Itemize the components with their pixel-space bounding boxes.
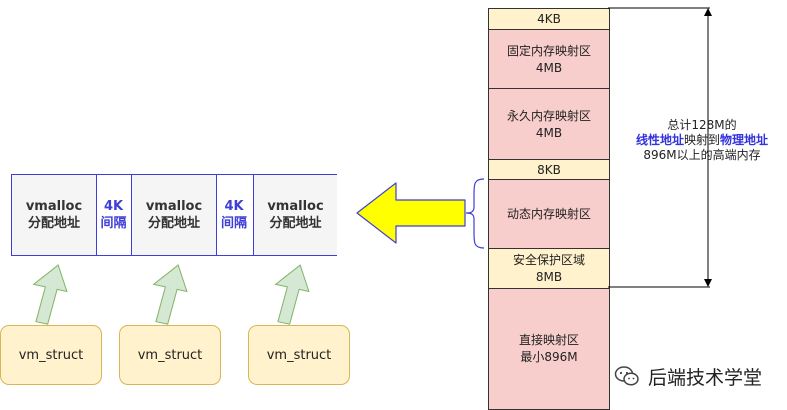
vmalloc-gap-1-label: 间隔 [100, 216, 127, 231]
up-arrow-3 [274, 264, 310, 325]
vm-struct-3-label: vm_struct [266, 347, 332, 363]
range-arrow-bottom-head [704, 279, 712, 287]
vm-struct-2: vm_struct [119, 325, 221, 385]
mapping-annotation: 总计128M的 线性地址映射到物理地址 896M以上的高端内存 [612, 118, 787, 163]
annotation-line-2: 线性地址映射到物理地址 [612, 133, 787, 148]
vmalloc-area-3-subtitle: 分配地址 [269, 216, 322, 231]
segment-direct-map: 直接映射区 最小896M [488, 288, 610, 410]
segment-permanent-map-size: 4MB [535, 125, 563, 140]
vmalloc-gap-1: 4K 间隔 [96, 175, 131, 255]
vmalloc-gap-1-size: 4K [103, 199, 124, 214]
vmalloc-gap-2-size: 4K [224, 199, 244, 214]
annotation-linear-address: 线性地址 [635, 133, 684, 147]
annotation-map-to: 映射到 [683, 133, 720, 147]
vmalloc-area-3-title: vmalloc [267, 199, 324, 214]
vmalloc-area-1: vmalloc 分配地址 [12, 175, 97, 255]
annotation-line-3: 896M以上的高端内存 [643, 148, 761, 162]
vm-struct-1-label: vm_struct [18, 347, 84, 363]
segment-4kb-label: 4KB [537, 12, 561, 26]
big-left-arrow [356, 182, 466, 244]
segment-dynamic-map: 动态内存映射区 [488, 179, 610, 250]
vmalloc-area-1-title: vmalloc [25, 199, 83, 214]
segment-8kb-label: 8KB [537, 162, 561, 177]
vmalloc-area-2: vmalloc 分配地址 [131, 175, 217, 255]
annotation-line-1: 总计128M的 [667, 118, 737, 132]
vmalloc-gap-2: 4K 间隔 [215, 175, 253, 255]
vm-struct-3: vm_struct [248, 325, 350, 385]
segment-direct-map-size: 最小896M [520, 350, 578, 364]
vm-struct-1: vm_struct [0, 325, 102, 385]
vmalloc-area-3: vmalloc 分配地址 [253, 175, 337, 255]
watermark-text: 后端技术学堂 [648, 366, 763, 389]
segment-direct-map-name: 直接映射区 [518, 333, 579, 347]
up-arrow-1 [32, 264, 68, 325]
segment-guard-name: 安全保护区域 [512, 253, 585, 267]
wechat-icon [614, 366, 639, 386]
dynamic-map-brace [465, 178, 485, 249]
vmalloc-region: vmalloc 分配地址 4K 间隔 vmalloc 分配地址 4K 间隔 vm… [11, 174, 337, 256]
segment-8kb: 8KB [488, 159, 610, 181]
segment-fixed-map: 固定内存映射区 4MB [488, 29, 610, 90]
vmalloc-area-2-subtitle: 分配地址 [147, 216, 200, 231]
annotation-physical-address: 物理地址 [720, 133, 769, 147]
range-arrow-top-head [704, 8, 712, 16]
up-arrow-2 [152, 264, 188, 325]
segment-dynamic-map-name: 动态内存映射区 [506, 207, 591, 221]
vmalloc-area-2-title: vmalloc [145, 199, 203, 214]
watermark: 后端技术学堂 [614, 362, 762, 390]
segment-fixed-map-size: 4MB [535, 60, 563, 75]
segment-permanent-map-name: 永久内存映射区 [506, 108, 591, 123]
vmalloc-area-1-subtitle: 分配地址 [27, 216, 80, 231]
segment-guard: 安全保护区域 8MB [488, 248, 610, 290]
segment-fixed-map-name: 固定内存映射区 [506, 43, 591, 58]
segment-guard-size: 8MB [535, 270, 563, 284]
vm-struct-2-label: vm_struct [137, 347, 203, 363]
segment-permanent-map: 永久内存映射区 4MB [488, 88, 610, 161]
vmalloc-gap-2-label: 间隔 [220, 216, 247, 231]
